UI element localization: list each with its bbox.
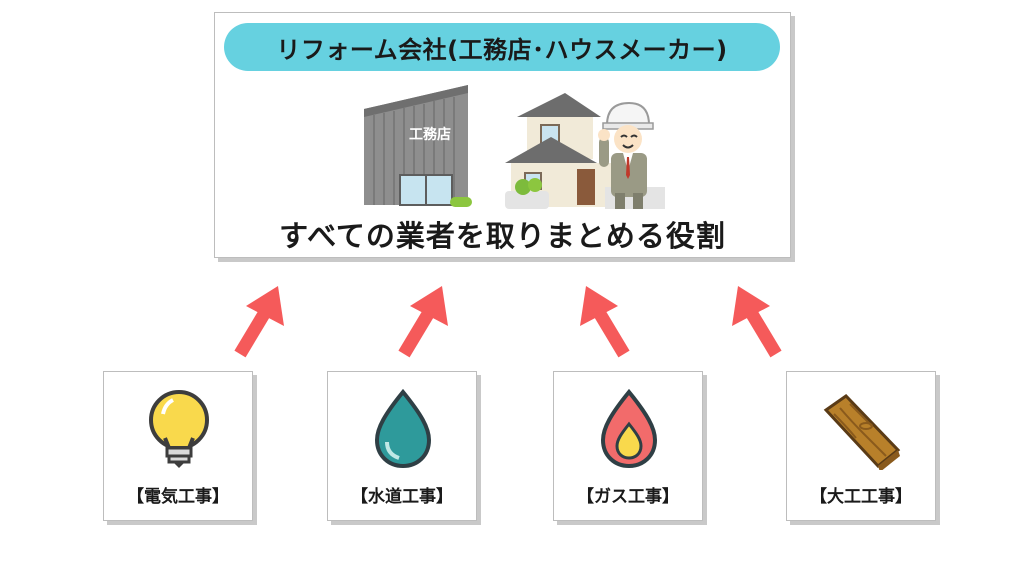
wood-plank-icon bbox=[823, 394, 901, 470]
shop-sign: 工務店 bbox=[409, 126, 451, 143]
trade-card-gas: 【ガス工事】 bbox=[553, 371, 703, 521]
trade-card-plumbing: 【水道工事】 bbox=[327, 371, 477, 521]
arrow-up-icon bbox=[580, 286, 630, 358]
arrow-up-icon bbox=[398, 286, 448, 358]
arrow-up-icon bbox=[732, 286, 782, 358]
shop-building-icon: 工務店 bbox=[364, 85, 472, 207]
reform-company-card: リフォーム会社(工務店･ハウスメーカー) 工務店 bbox=[214, 12, 791, 258]
role-caption: すべての業者を取りまとめる役割 bbox=[279, 219, 726, 253]
trade-label: 【ガス工事】 bbox=[577, 487, 679, 507]
trade-card-electrical: 【電気工事】 bbox=[103, 371, 253, 521]
trade-label: 【電気工事】 bbox=[127, 487, 229, 507]
company-title: リフォーム会社(工務店･ハウスメーカー) bbox=[224, 23, 780, 71]
water-drop-icon bbox=[374, 388, 432, 469]
flame-icon bbox=[600, 388, 658, 469]
lightbulb-icon bbox=[149, 390, 209, 468]
trade-label: 【大工工事】 bbox=[810, 487, 912, 507]
trade-label: 【水道工事】 bbox=[351, 487, 453, 507]
arrow-up-icon bbox=[234, 286, 284, 358]
trade-card-carpentry: 【大工工事】 bbox=[786, 371, 936, 521]
construction-worker-icon bbox=[598, 101, 654, 209]
